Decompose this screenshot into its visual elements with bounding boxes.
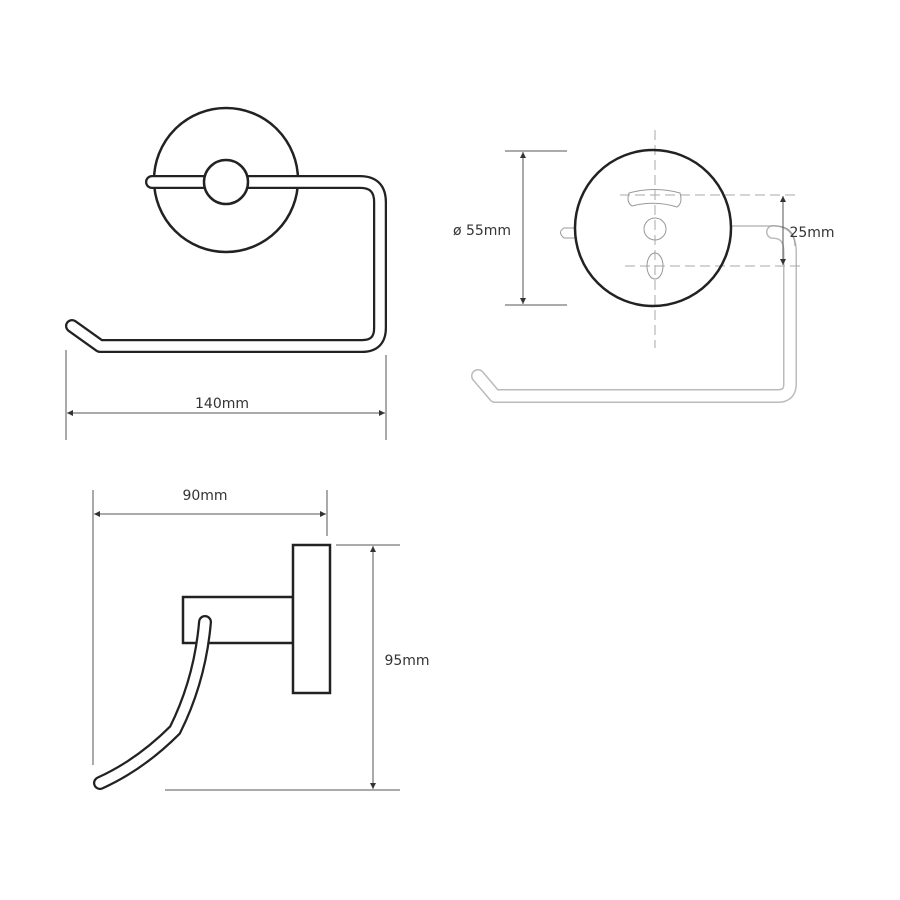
dimension-depth: 90mm bbox=[92, 488, 328, 765]
width-label: 140mm bbox=[195, 396, 249, 412]
height-label: 95mm bbox=[384, 653, 429, 669]
mounting-hole bbox=[646, 252, 664, 280]
depth-label: 90mm bbox=[182, 488, 227, 504]
rod-hub bbox=[202, 158, 250, 206]
dimension-diameter: ø 55mm bbox=[453, 150, 567, 306]
dimension-width: 140mm bbox=[65, 350, 387, 440]
mounting-slot bbox=[627, 189, 682, 208]
mounting-hole bbox=[643, 217, 667, 241]
side-view bbox=[93, 543, 332, 790]
wall-plate bbox=[291, 543, 332, 695]
rosette-outline bbox=[573, 148, 733, 308]
hole-spacing-label: 25mm bbox=[789, 225, 834, 241]
front-view bbox=[65, 106, 387, 353]
diameter-label: ø 55mm bbox=[453, 223, 511, 239]
back-view bbox=[471, 130, 800, 403]
dimension-hole-spacing: 25mm bbox=[780, 196, 835, 265]
holder-rod bbox=[65, 175, 387, 353]
dimension-height: 95mm bbox=[165, 544, 430, 791]
